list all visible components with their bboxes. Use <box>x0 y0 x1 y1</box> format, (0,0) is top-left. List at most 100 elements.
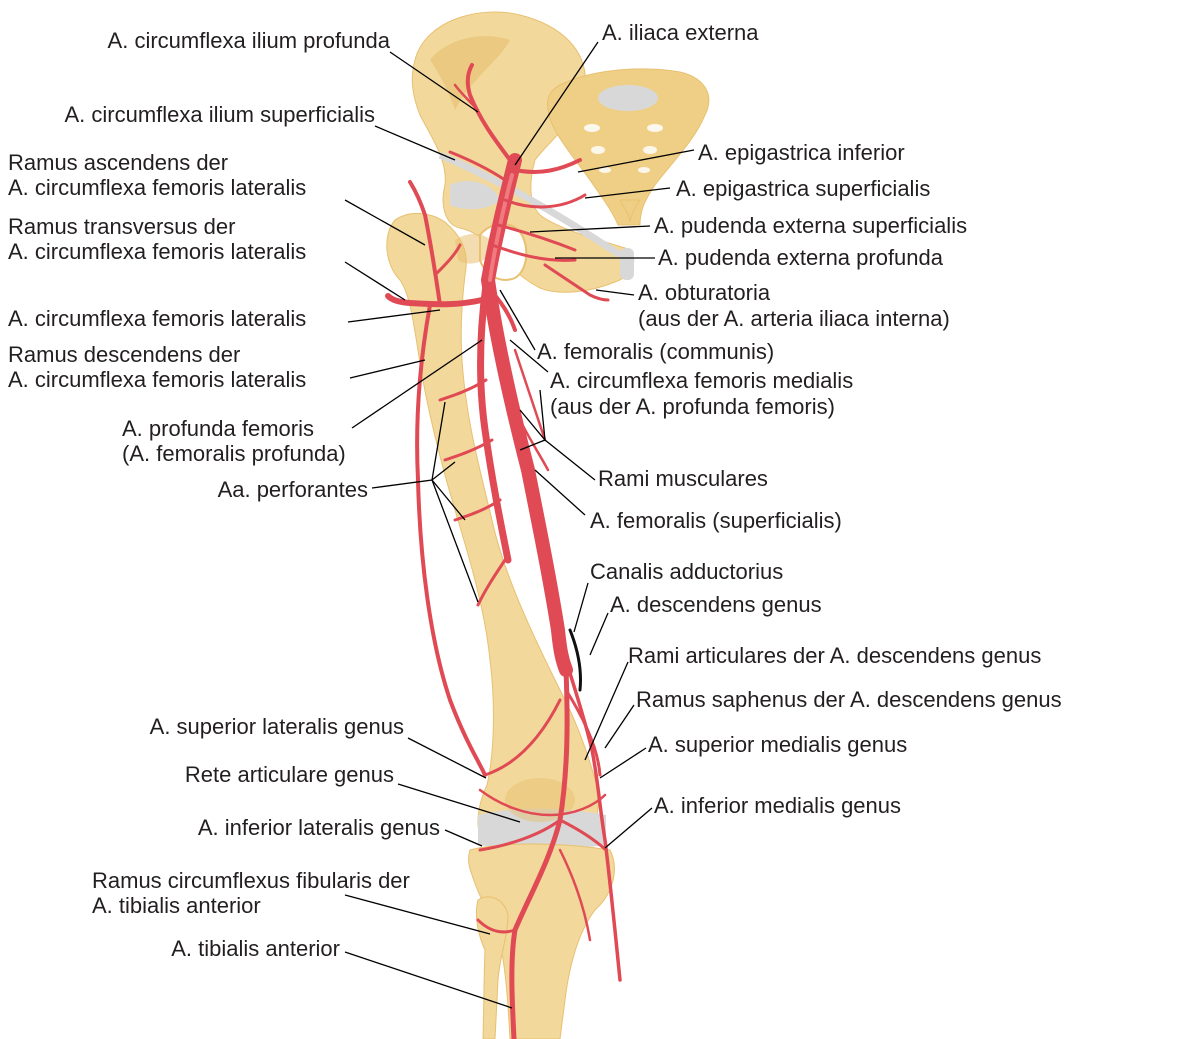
label-ramus-saphenus: Ramus saphenus der A. descendens genus <box>636 687 1062 712</box>
leader-ramus-ascendens <box>344 199 426 246</box>
artery-superior-lateralis-genus <box>483 698 562 777</box>
artery-pudenda-superficialis <box>496 223 577 252</box>
leader-ramus-transversus <box>344 261 406 301</box>
label-a-femoralis-communis: A. femoralis (communis) <box>537 339 774 364</box>
label-a-iliaca-externa: A. iliaca externa <box>602 20 759 45</box>
femur-head <box>455 233 495 264</box>
leader-a-circumflexa-femoris-medialis <box>509 339 549 373</box>
artery-poplitea <box>509 667 570 1039</box>
leader-rete-articulare-genus <box>397 783 521 823</box>
leader-a-profunda-femoris <box>351 339 483 429</box>
leader-a-femoralis-superficialis <box>534 469 586 516</box>
leader-rami-articulares <box>584 661 629 761</box>
label-a-circumflexa-ilium-superficialis: A. circumflexa ilium superficialis <box>64 102 375 127</box>
labels-right: A. iliaca externa A. epigastrica inferio… <box>537 20 1062 818</box>
artery-main-highlight <box>488 173 514 282</box>
label-rami-musculares: Rami musculares <box>598 466 768 491</box>
label-a-superior-lateralis-genus: A. superior lateralis genus <box>150 714 404 739</box>
leader-a-epigastrica-inferior <box>577 149 695 173</box>
artery-tibialis-branch <box>558 848 592 942</box>
label-a-profunda-femoris: A. profunda femoris(A. femoralis profund… <box>122 416 346 466</box>
leader-a-tibialis-anterior <box>344 951 513 1009</box>
leader-aa-perforantes-2 <box>431 461 456 481</box>
leader-ramus-descendens <box>349 359 426 379</box>
leader-a-inferior-lateralis-genus <box>444 829 483 847</box>
hip-joint-cartilage <box>450 180 500 210</box>
leader-a-circumflexa-ilium-profunda <box>389 51 479 113</box>
artery-circumflexa-ilium-profunda-branch <box>453 83 480 112</box>
fibula <box>475 896 509 1039</box>
inguinal-ligament <box>438 151 622 258</box>
artery-circumflexa-ilium-profunda <box>465 63 512 162</box>
artery-circumflexa-ilium-superficialis <box>448 150 507 182</box>
label-aa-perforantes: Aa. perforantes <box>218 477 368 502</box>
leader-a-epigastrica-superficialis <box>584 187 671 199</box>
leader-canalis-adductorius <box>573 582 589 633</box>
leader-aa-perforantes-3 <box>431 479 466 521</box>
artery-profunda <box>477 281 512 564</box>
label-rete-articulare-genus: Rete articulare genus <box>185 762 394 787</box>
pubic-symphysis <box>620 248 634 280</box>
leader-a-superior-lateralis-genus <box>407 737 487 779</box>
label-a-epigastrica-inferior: A. epigastrica inferior <box>698 140 905 165</box>
label-a-tibialis-anterior: A. tibialis anterior <box>171 936 340 961</box>
label-a-inferior-medialis-genus: A. inferior medialis genus <box>654 793 901 818</box>
artery-epigastrica-superficialis <box>503 193 587 209</box>
leader-a-circumflexa-ilium-superficialis <box>374 125 456 161</box>
leader-a-inferior-medialis-genus <box>604 807 653 849</box>
artery-descendens-genus <box>564 658 622 982</box>
leader-a-superior-medialis-genus <box>599 747 647 779</box>
artery-ramus-transversus <box>433 243 462 277</box>
artery-superior-medialis-genus <box>564 688 602 777</box>
artery-circumflexa-lateralis <box>385 293 485 308</box>
artery-ramus-ascendens <box>408 180 442 307</box>
leader-ramus-circumflexus-fibularis <box>344 894 491 935</box>
leader-a-pudenda-externa-superficialis <box>529 225 651 233</box>
label-a-circumflexa-femoris-medialis: A. circumflexa femoris medialis(aus der … <box>550 368 853 419</box>
label-a-superior-medialis-genus: A. superior medialis genus <box>648 732 907 757</box>
label-a-pudenda-externa-superficialis: A. pudenda externa superficialis <box>654 213 967 238</box>
label-a-descendens-genus: A. descendens genus <box>610 592 822 617</box>
label-a-pudenda-externa-profunda: A. pudenda externa profunda <box>658 245 944 270</box>
artery-ramus-descendens <box>415 303 487 777</box>
leader-rami-musculares-3 <box>539 389 546 441</box>
artery-circumflexus-fibularis <box>476 918 517 934</box>
label-a-inferior-lateralis-genus: A. inferior lateralis genus <box>198 815 440 840</box>
label-a-circumflexa-ilium-profunda: A. circumflexa ilium profunda <box>108 28 391 53</box>
artery-rami-musculares <box>513 348 550 472</box>
leader-a-circumflexa-femoris-lateralis <box>347 309 441 323</box>
label-a-obturatoria: A. obturatoria(aus der A. arteria iliaca… <box>638 280 950 331</box>
leader-a-descendens-genus <box>589 612 609 656</box>
leader-lines <box>344 41 695 1009</box>
label-a-femoralis-superficialis: A. femoralis (superficialis) <box>590 508 842 533</box>
artery-circumflexa-medialis <box>488 288 517 332</box>
leader-a-femoralis-communis <box>499 289 536 351</box>
arteries <box>385 63 622 1039</box>
artery-pudenda-profunda <box>490 243 577 262</box>
artery-inferior-medialis-genus <box>558 818 608 852</box>
labels-left: A. circumflexa ilium profunda A. circumf… <box>8 28 440 961</box>
artery-rete-articulare-genus <box>478 788 607 817</box>
label-a-epigastrica-superficialis: A. epigastrica superficialis <box>676 176 930 201</box>
artery-perforantes <box>438 378 507 607</box>
sacral-foramina <box>584 124 663 173</box>
coccyx <box>619 199 641 223</box>
artery-obturatoria <box>543 263 610 302</box>
sacrum <box>547 68 710 226</box>
label-canalis-adductorius: Canalis adductorius <box>590 559 783 584</box>
label-rami-articulares: Rami articulares der A. descendens genus <box>628 643 1041 668</box>
leader-a-iliaca-externa <box>514 41 599 166</box>
adductor-canal-vessel <box>568 628 582 692</box>
label-a-circumflexa-femoris-lateralis: A. circumflexa femoris lateralis <box>8 306 306 331</box>
sacrum-disc <box>598 85 658 111</box>
artery-epigastrica-inferior <box>513 158 582 174</box>
leader-ramus-saphenus <box>604 704 635 749</box>
leader-a-obturatoria <box>595 289 635 296</box>
leader-rami-musculares-2 <box>519 439 546 451</box>
artery-inferior-lateralis-genus <box>478 818 562 852</box>
